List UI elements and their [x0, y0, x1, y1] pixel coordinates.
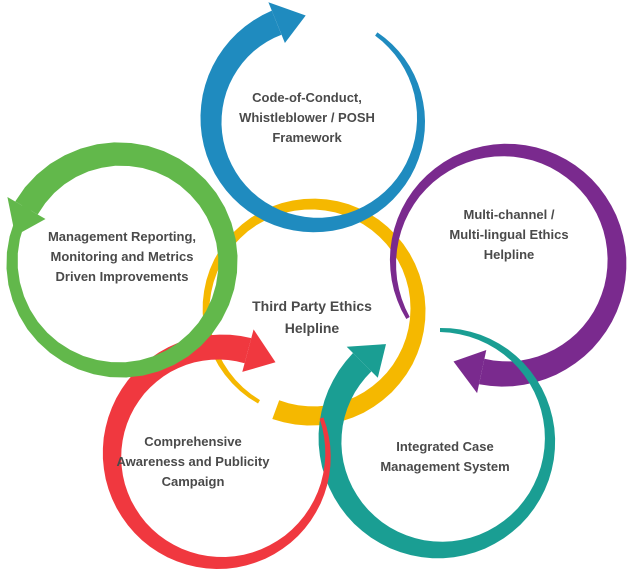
stage-label-line: Management Reporting, — [47, 229, 197, 244]
stage-label-line: Integrated Case — [396, 439, 494, 454]
arrowhead-icon — [268, 2, 306, 43]
stage-label-right: Multi-channel / Multi-lingual Ethics Hel… — [420, 205, 598, 265]
stage-label-left: Management Reporting, Monitoring and Met… — [24, 227, 220, 287]
stage-label-line: Helpline — [483, 247, 535, 262]
stage-label-line: Monitoring and Metrics — [50, 249, 194, 264]
arrowhead-icon — [7, 197, 46, 236]
center-label: Third Party Ethics Helpline — [232, 295, 392, 339]
center-label-line: Helpline — [284, 320, 340, 336]
stage-label-bottom-left: Comprehensive Awareness and Publicity Ca… — [108, 432, 278, 492]
stage-label-line: Framework — [272, 130, 342, 145]
center-label-line: Third Party Ethics — [252, 298, 372, 314]
stage-label-line: Multi-channel / — [463, 207, 555, 222]
stage-label-line: Whistleblower / POSH — [239, 110, 375, 125]
stage-label-line: Multi-lingual Ethics — [449, 227, 569, 242]
stage-label-line: Management System — [380, 459, 510, 474]
stage-label-line: Driven Improvements — [55, 269, 189, 284]
stage-label-line: Comprehensive — [144, 434, 242, 449]
stage-label-bottom-right: Integrated Case Management System — [360, 437, 530, 477]
stage-label-line: Campaign — [161, 474, 225, 489]
arrowhead-icon — [346, 344, 386, 378]
arrowhead-icon — [453, 350, 487, 394]
arrowhead-icon — [242, 329, 276, 372]
stage-label-top: Code-of-Conduct, Whistleblower / POSH Fr… — [212, 88, 402, 148]
stage-label-line: Awareness and Publicity — [116, 454, 270, 469]
stage-label-line: Code-of-Conduct, — [252, 90, 362, 105]
